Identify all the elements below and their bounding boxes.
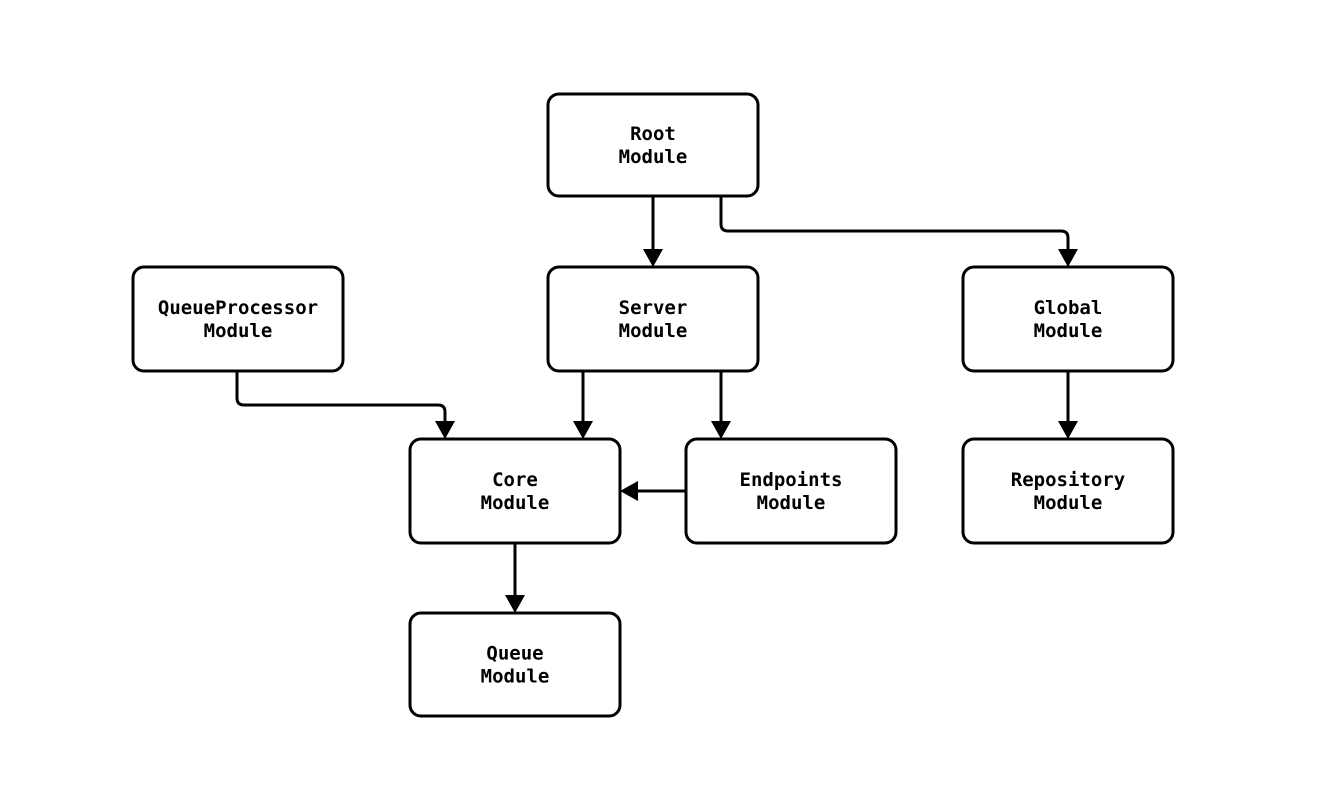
edge-root-to-global-line	[719, 196, 1070, 252]
global-module-node-label-line1: Global	[1034, 297, 1103, 319]
edge-server-to-endpoints	[711, 371, 731, 439]
edges-layer	[235, 196, 1078, 613]
root-module-node-label-line1: Root	[630, 123, 676, 145]
edge-queueprocessor-to-core	[235, 371, 455, 439]
edge-root-to-server	[643, 196, 663, 267]
queueprocessor-module-node-box[interactable]	[131, 265, 345, 373]
server-module-node-label-line2: Module	[619, 320, 688, 342]
global-module-node-label-line2: Module	[1034, 320, 1103, 342]
global-module-node-box[interactable]	[961, 265, 1175, 373]
root-module-node-label-line2: Module	[619, 146, 688, 168]
edge-queueprocessor-to-core-arrowhead-icon	[435, 421, 455, 439]
repository-module-node-label-line1: Repository	[1011, 469, 1125, 491]
core-module-node-box[interactable]	[408, 437, 622, 545]
endpoints-module-node-label-line2: Module	[757, 492, 826, 514]
queueprocessor-module-node-label-line2: Module	[204, 320, 273, 342]
core-module-node-label-line2: Module	[481, 492, 550, 514]
edge-global-to-repository-arrowhead-icon	[1058, 421, 1078, 439]
endpoints-module-node-box[interactable]	[684, 437, 898, 545]
root-module-node-box[interactable]	[546, 92, 760, 198]
edge-root-to-server-arrowhead-icon	[643, 249, 663, 267]
edge-root-to-global-arrowhead-icon	[1058, 249, 1078, 267]
edge-server-to-endpoints-arrowhead-icon	[711, 421, 731, 439]
edge-global-to-repository	[1058, 371, 1078, 439]
edge-core-to-queue	[505, 543, 525, 613]
edge-core-to-queue-arrowhead-icon	[505, 595, 525, 613]
endpoints-module-node-label-line1: Endpoints	[740, 469, 843, 491]
repository-module-node-box[interactable]	[961, 437, 1175, 545]
edge-endpoints-to-core-arrowhead-icon	[620, 481, 638, 501]
edge-queueprocessor-to-core-line	[235, 371, 447, 424]
queueprocessor-module-node-label-line1: QueueProcessor	[158, 297, 318, 319]
core-module-node-label-line1: Core	[492, 469, 538, 491]
queue-module-node-label-line1: Queue	[486, 642, 543, 664]
edge-root-to-global	[719, 196, 1078, 267]
edge-endpoints-to-core	[620, 481, 686, 501]
queue-module-node-box[interactable]	[408, 611, 622, 718]
edge-server-to-core	[573, 371, 593, 439]
server-module-node-label-line1: Server	[619, 297, 688, 319]
repository-module-node-label-line2: Module	[1034, 492, 1103, 514]
queue-module-node-label-line2: Module	[481, 665, 550, 687]
edge-server-to-core-arrowhead-icon	[573, 421, 593, 439]
server-module-node-box[interactable]	[546, 265, 760, 373]
